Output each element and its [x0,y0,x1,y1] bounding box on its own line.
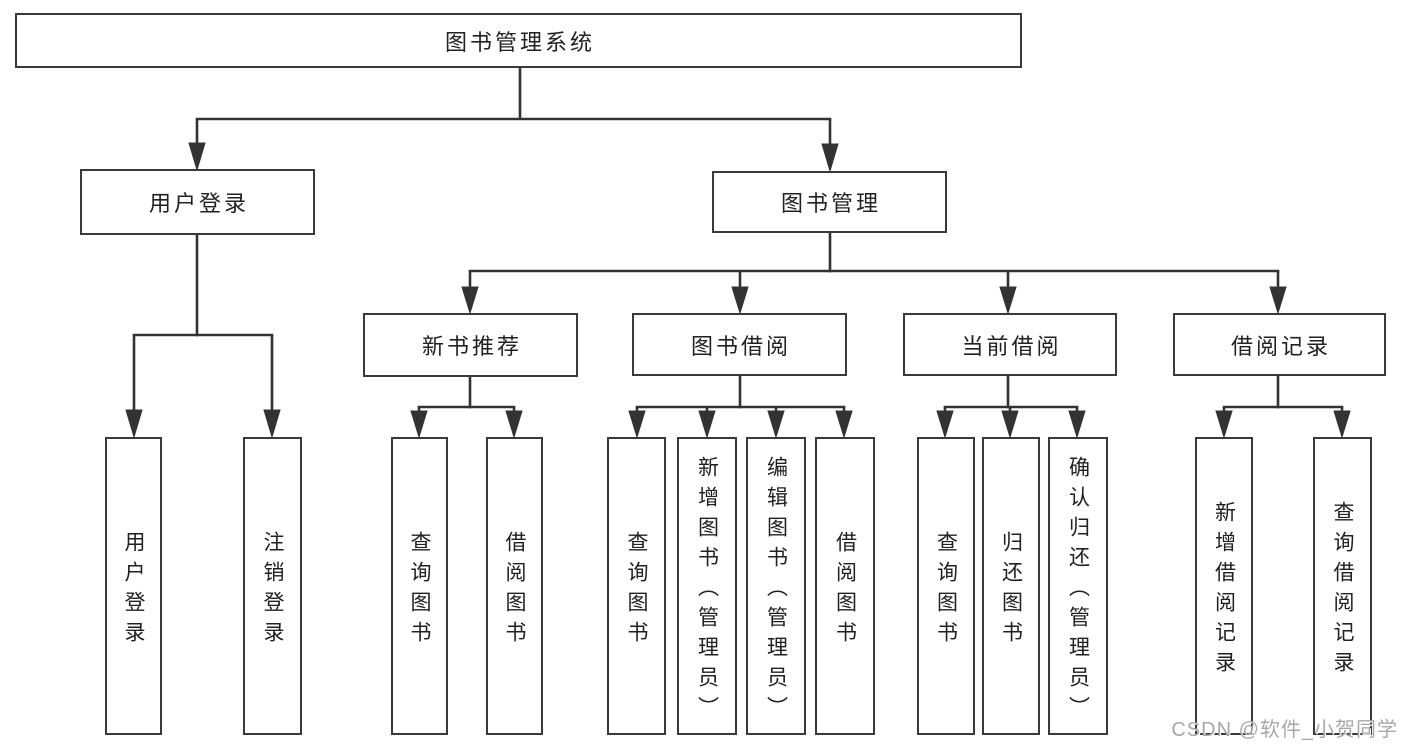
arrowhead-icon [821,143,839,173]
leaf-record-query-record: 查询借阅记录 [1313,437,1372,735]
arrowhead-icon [1269,286,1287,315]
connector-book-borrow-children [628,376,853,439]
leaf-current-return-book: 归还图书 [982,437,1040,735]
arrowhead-icon [1001,410,1019,439]
connector-root-to-level2 [188,68,839,173]
csdn-watermark: CSDN @软件_小贺同学 [1171,719,1398,741]
arrowhead-icon [999,286,1017,315]
connector-new-book-children [410,377,523,439]
leaf-borrow-borrow-book: 借阅图书 [815,437,875,735]
connector-current-borrow-children [936,376,1086,439]
arrowhead-icon [410,410,428,439]
node-book-management: 图书管理 [712,171,947,233]
leaf-newbook-query-book: 查询图书 [391,437,448,735]
node-new-book-recommend: 新书推荐 [363,313,578,377]
arrowhead-icon [1333,410,1351,439]
node-root-library-system: 图书管理系统 [15,13,1022,68]
arrowhead-icon [731,286,749,315]
leaf-borrow-edit-book-admin: 编辑图书（管理员） [746,437,806,735]
arrowhead-icon [461,286,479,315]
leaf-current-query-book: 查询图书 [917,437,975,735]
arrowhead-icon [835,410,853,439]
leaf-newbook-borrow-book: 借阅图书 [486,437,543,735]
arrowhead-icon [698,410,716,439]
leaf-current-confirm-return-admin: 确认归还（管理员） [1048,437,1108,735]
leaf-borrow-add-book-admin: 新增图书（管理员） [677,437,737,735]
connector-borrow-record-children [1215,376,1351,439]
connector-user-login-children [125,235,281,439]
node-borrow-records: 借阅记录 [1173,313,1386,376]
node-user-login: 用户登录 [80,169,315,235]
arrowhead-icon [505,410,523,439]
node-book-borrow: 图书借阅 [632,313,847,376]
arrowhead-icon [188,142,206,172]
leaf-logout: 注销登录 [243,437,302,735]
arrowhead-icon [936,410,954,439]
leaf-borrow-query-book: 查询图书 [607,437,666,735]
leaf-user-login: 用户登录 [105,437,162,735]
arrowhead-icon [628,410,646,439]
arrowhead-icon [125,409,143,439]
leaf-record-add-record: 新增借阅记录 [1195,437,1253,735]
arrowhead-icon [1068,410,1086,439]
connector-book-mgmt-children [461,233,1287,315]
arrowhead-icon [1215,410,1233,439]
arrowhead-icon [263,409,281,439]
node-current-borrow: 当前借阅 [903,313,1117,376]
arrowhead-icon [767,410,785,439]
